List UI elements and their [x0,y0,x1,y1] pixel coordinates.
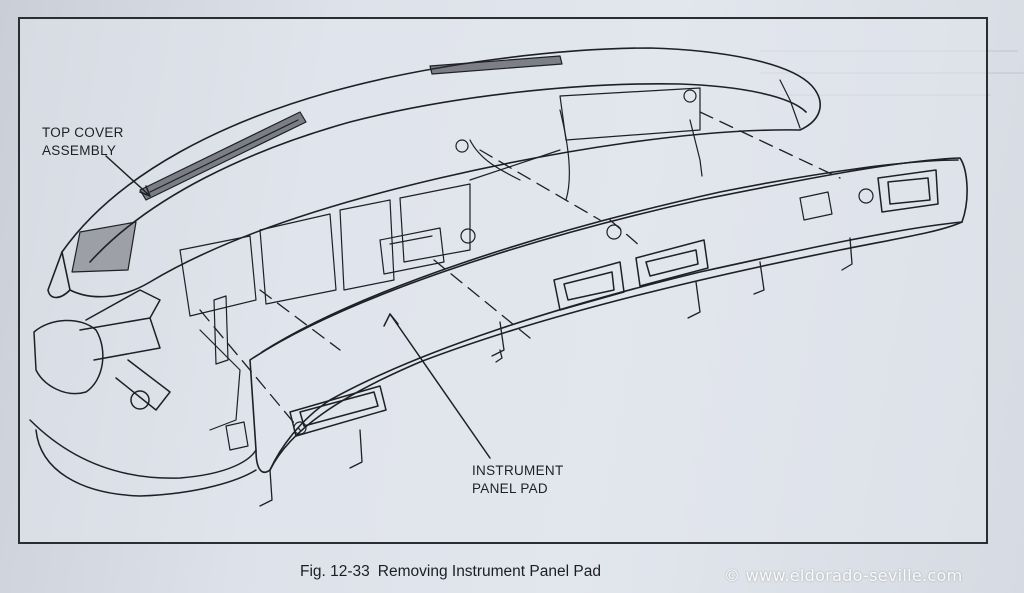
defroster-grille-left [139,111,307,201]
mounting-pegs [259,237,853,507]
site-watermark: © www.eldorado-seville.com [724,566,963,585]
steering-column [29,289,257,497]
figure-caption: Fig. 12-33 Removing Instrument Panel Pad [300,563,601,581]
leader-top-cover [105,155,151,197]
callout-instrument-panel-pad: INSTRUMENT PANEL PAD [472,463,564,496]
top-cover-inner-edge [89,83,807,263]
pad-vents [289,169,939,437]
figure-frame [18,17,988,544]
callout-top-cover-assembly: TOP COVER ASSEMBLY [42,125,124,158]
figure-title: Removing Instrument Panel Pad [377,563,601,580]
panel-internal-structure [179,79,874,451]
leader-instrument-pad [389,313,491,459]
defroster-grille-center [429,55,563,75]
pad-lower-face [269,221,963,471]
top-cover-outline [61,47,821,298]
pad-upper-edge [261,159,959,353]
top-cover-front-lip [47,251,71,299]
speaker-grille [71,221,137,273]
installation-guide-lines [199,111,841,431]
figure-number: Fig. 12-33 [300,563,370,580]
instrument-panel-pad-outline [249,157,968,474]
